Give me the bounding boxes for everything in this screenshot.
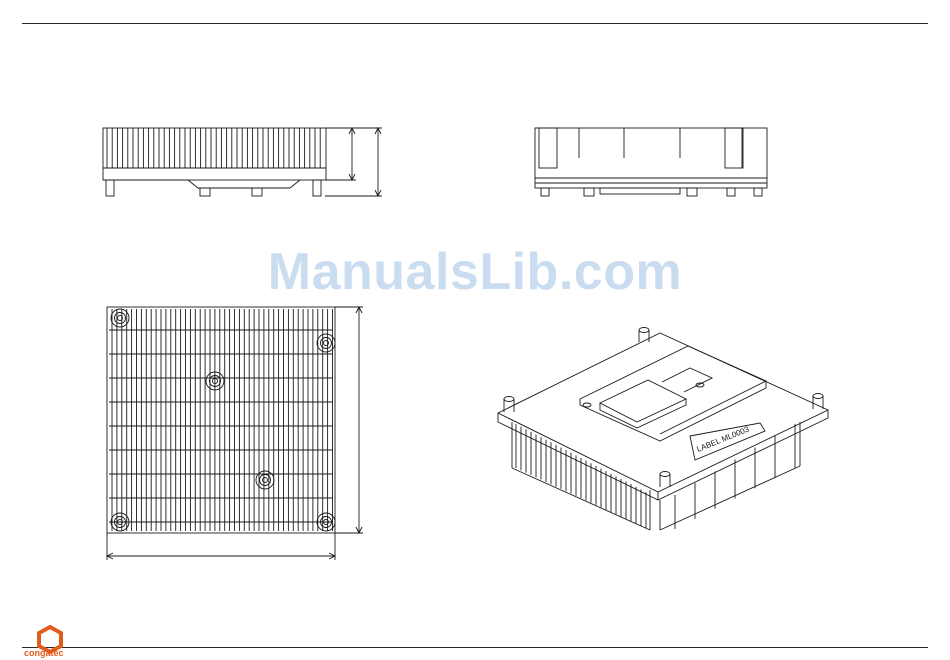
mounting-hole-center xyxy=(263,478,268,483)
top-view xyxy=(107,307,363,560)
side-view-front xyxy=(103,128,382,196)
brand-name: congatec xyxy=(24,648,64,658)
heatsink-label-text: LABEL ML0003 xyxy=(695,424,751,453)
isometric-view: LABEL ML0003 xyxy=(498,328,828,531)
mounting-hole-ring xyxy=(115,313,126,324)
side-view-end xyxy=(535,128,767,196)
mounting-hole-ring xyxy=(321,338,332,349)
